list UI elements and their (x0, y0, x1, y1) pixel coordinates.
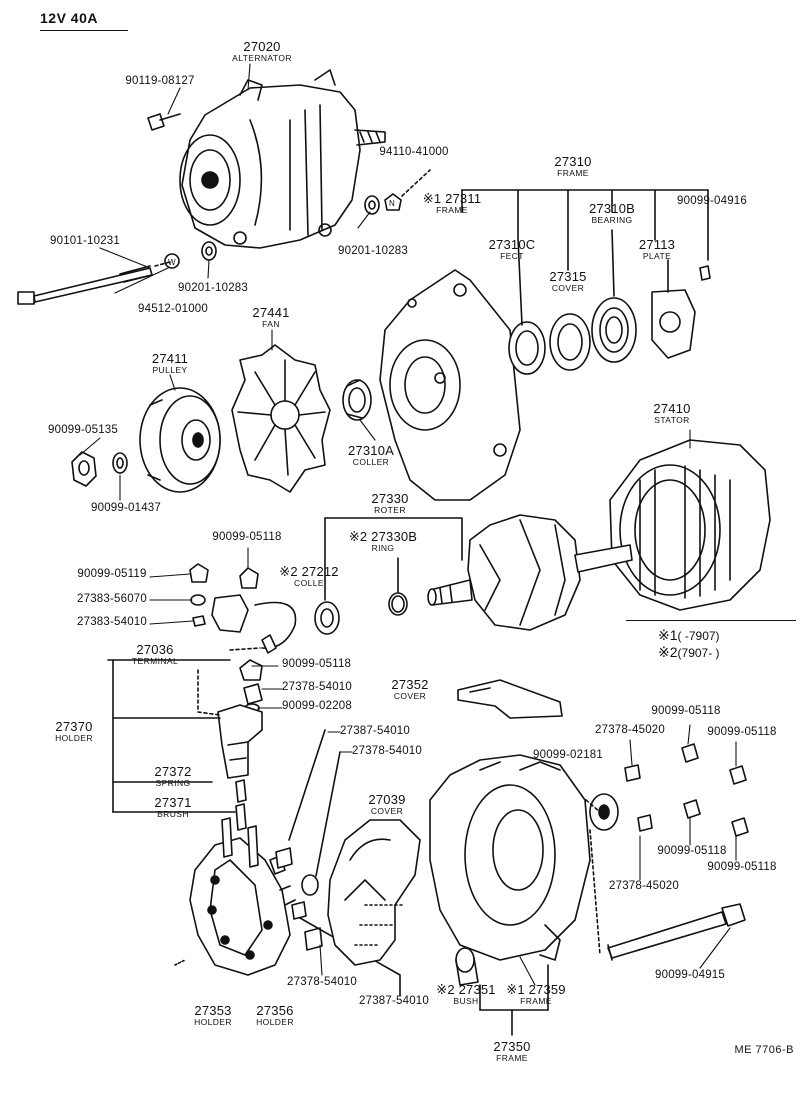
long-bolt-drawing (607, 903, 746, 961)
part-label-27383-54010: 27383-54010 (77, 616, 147, 628)
note-1: ※1( -7907) (658, 627, 720, 643)
part-label-94512-01000: 94512-01000 (138, 303, 208, 315)
part-label-90099-05118-r2: 90099-05118 (707, 726, 777, 738)
bolt-90119-drawing (147, 113, 181, 131)
frame-27350-bracket-lines (479, 964, 549, 1036)
svg-text:N: N (389, 199, 395, 208)
terminal-drawing (229, 647, 263, 713)
rotor-drawing (427, 514, 633, 631)
rectifier-cover-drawing (327, 819, 421, 966)
part-label-90099-04915: 90099-04915 (655, 969, 725, 981)
bearing-stack-drawing (508, 265, 711, 375)
pulley-nut-drawing (71, 451, 128, 487)
part-label-27387-54010-top: 27387-54010 (340, 725, 410, 737)
part-label-90099-05118-mid: 90099-05118 (282, 658, 352, 670)
svg-text:W: W (168, 258, 176, 267)
bush-drawing (455, 947, 479, 986)
drive-end-frame-drawing (379, 269, 521, 501)
part-label-90201-10283-left: 90201-10283 (178, 282, 248, 294)
part-label-90099-02181: 90099-02181 (533, 749, 603, 761)
part-label-90099-05118-top: 90099-05118 (212, 531, 282, 543)
collar-ring-drawing (314, 592, 408, 635)
diagram-title: 12V 40A (40, 10, 98, 26)
notes-divider (626, 620, 796, 621)
part-label-27387-54010-bottom: 27387-54010 (359, 995, 429, 1007)
rectifier-holder-drawing (174, 817, 296, 976)
collar-drawing (342, 379, 372, 421)
rear-hardware-drawing (585, 743, 749, 956)
rear-frame-drawing (429, 754, 591, 961)
nut-washer-drawing: N (364, 169, 431, 215)
part-label-90099-02208: 90099-02208 (282, 700, 352, 712)
part-label-27378-54010-top: 27378-54010 (352, 745, 422, 757)
part-label-90099-05118-r1: 90099-05118 (651, 705, 721, 717)
pulley-drawing (139, 387, 221, 493)
brush-holder-drawing (197, 669, 263, 831)
part-label-90099-05119: 90099-05119 (77, 568, 147, 580)
part-label-90099-05118-r4: 90099-05118 (707, 861, 777, 873)
fan-drawing (231, 344, 331, 493)
part-label-94110-41000: 94110-41000 (379, 146, 449, 158)
part-label-27378-54010-bottom: 27378-54010 (287, 976, 357, 988)
rotor-bracket-lines (324, 517, 463, 601)
holder-bracket-lines (107, 659, 236, 813)
leader-lines (79, 63, 737, 986)
part-label-27378-45020-bottom: 27378-45020 (609, 880, 679, 892)
part-label-90119-08127: 90119-08127 (125, 75, 195, 87)
part-label-90201-10283-right: 90201-10283 (338, 245, 408, 257)
part-label-90099-05118-r3: 90099-05118 (657, 845, 727, 857)
terminal-hardware-drawing (189, 563, 297, 654)
part-label-27383-56070: 27383-56070 (77, 593, 147, 605)
part-label-90099-01437: 90099-01437 (91, 502, 161, 514)
applicability-notes: ※1( -7907) ※2(7907- ) (658, 627, 720, 661)
drawing-reference: ME 7706-B (734, 1044, 794, 1056)
title-underline (40, 30, 128, 31)
part-label-90099-05135: 90099-05135 (48, 424, 118, 436)
part-label-90099-04916: 90099-04916 (677, 195, 747, 207)
terminal-cover-drawing (457, 679, 563, 719)
through-bolt-drawing: W (17, 241, 217, 305)
note-2: ※2(7907- ) (658, 644, 720, 660)
stator-drawing (609, 439, 771, 611)
part-label-27378-45020-top: 27378-45020 (595, 724, 665, 736)
part-label-90101-10231: 90101-10231 (50, 235, 120, 247)
frame-bracket-lines (461, 189, 709, 326)
alternator-assembly-drawing (179, 69, 386, 249)
part-label-27378-54010-mid: 27378-54010 (282, 681, 352, 693)
